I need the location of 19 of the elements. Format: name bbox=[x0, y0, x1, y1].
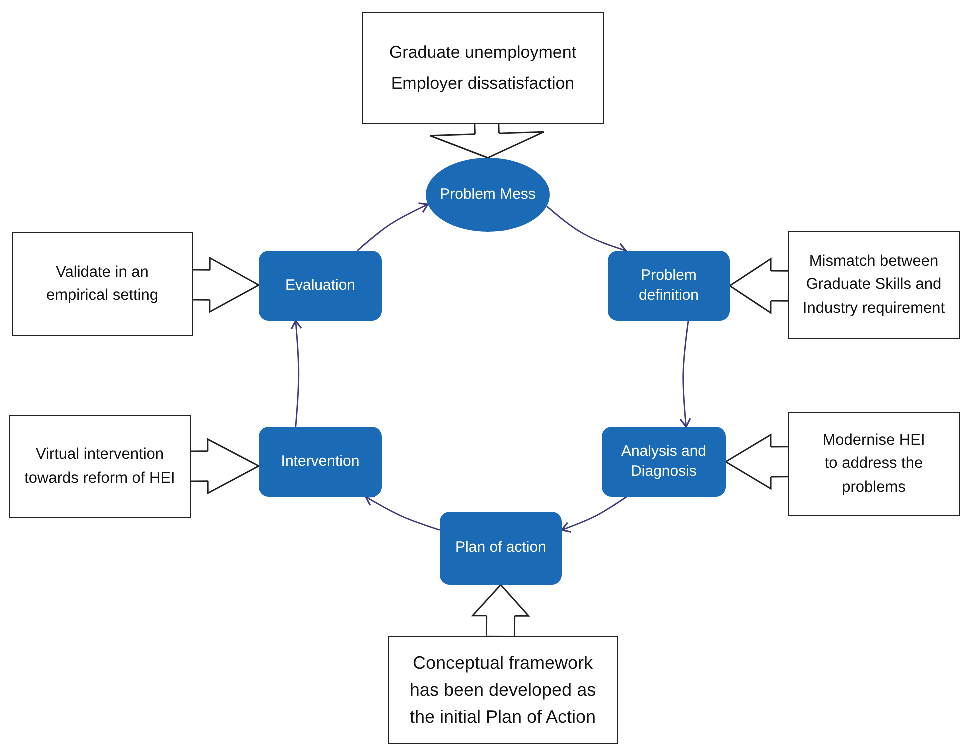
arrow bbox=[290, 320, 302, 428]
arrow bbox=[680, 320, 692, 428]
process-box: Plan of action bbox=[440, 512, 562, 585]
process-ellipse: Problem Mess bbox=[426, 158, 550, 232]
callout-box: Mismatch between Graduate Skills and Industry requirement bbox=[788, 231, 960, 339]
process-box: Analysis and Diagnosis bbox=[602, 427, 726, 497]
callout-box: Conceptual framework has been developed as the initial Plan of Action bbox=[388, 636, 618, 744]
process-box: Problem definition bbox=[608, 251, 730, 321]
arrow bbox=[365, 496, 440, 531]
arrow bbox=[561, 496, 628, 533]
callout-text: Employer dissatisfaction bbox=[391, 73, 575, 95]
callout-box: Validate in an empirical setting bbox=[12, 232, 193, 336]
callout-box: Virtual intervention towards reform of HEI bbox=[9, 415, 191, 518]
arrow bbox=[356, 202, 429, 252]
process-box: Evaluation bbox=[259, 251, 382, 321]
callout-box: Modernise HEI to address the problems bbox=[788, 412, 960, 516]
callout-box bbox=[362, 12, 604, 124]
process-box: Intervention bbox=[259, 427, 382, 497]
callout-text: Graduate unemployment bbox=[389, 42, 577, 64]
